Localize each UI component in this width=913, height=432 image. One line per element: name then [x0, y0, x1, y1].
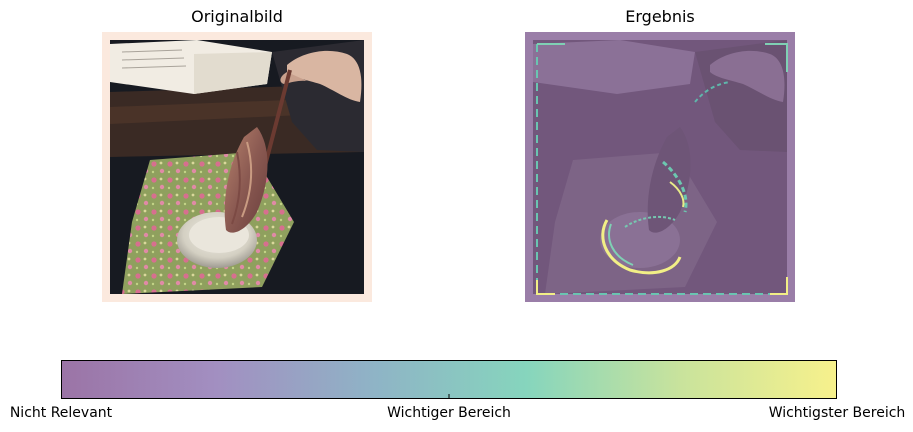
- colorbar: [61, 360, 837, 399]
- colorbar-gradient: [61, 360, 837, 399]
- colorbar-tick-label-low: Nicht Relevant: [9, 405, 113, 421]
- result-image-title: Ergebnis: [625, 7, 695, 26]
- result-heatmap-image: [525, 32, 795, 302]
- colorbar-tick-label-mid: Wichtiger Bereich: [387, 405, 511, 421]
- colorbar-tick-label-high: Wichtigster Bereich: [768, 405, 906, 421]
- original-image: [102, 32, 372, 302]
- original-image-title: Originalbild: [191, 7, 283, 26]
